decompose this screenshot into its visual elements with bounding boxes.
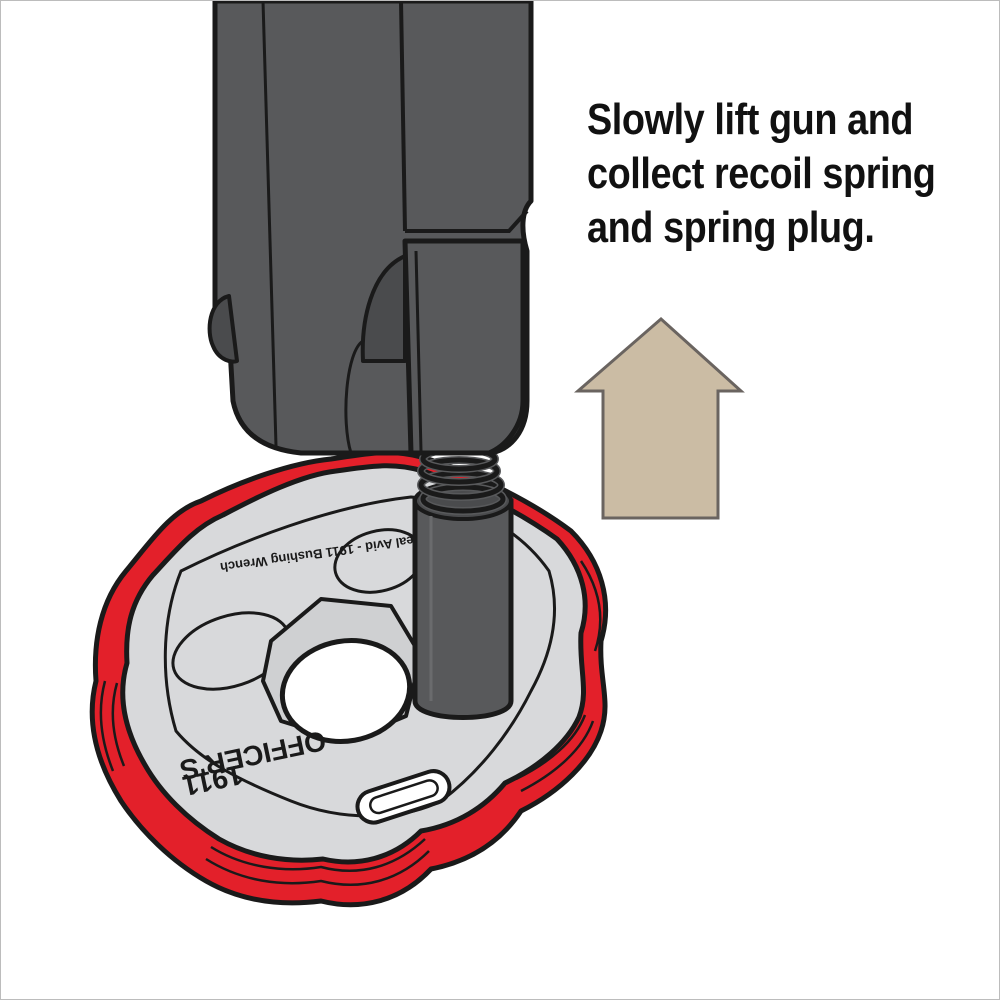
pistol-cutout [360,254,407,363]
wrench-inner-plate [163,495,557,818]
pistol-slide-stop [207,294,239,364]
pistol-guide-housing [402,238,526,456]
pistol [207,1,534,456]
arrow-up-icon [573,316,745,520]
wrench-slot [355,769,452,825]
bushing-wrench: Real Avid - 1911 Bushing Wrench 1911 OFF… [89,450,609,908]
spring-plug [412,481,514,720]
rim-grooves [99,560,602,886]
instruction-line-3: and spring plug. [587,203,875,252]
instruction-text: Slowly lift gun and collect recoil sprin… [587,93,936,255]
wrench-center-hole [279,638,413,744]
instruction-line-1: Slowly lift gun and [587,95,914,144]
recoil-spring [417,445,507,515]
instruction-line-2: collect recoil spring [587,149,936,198]
